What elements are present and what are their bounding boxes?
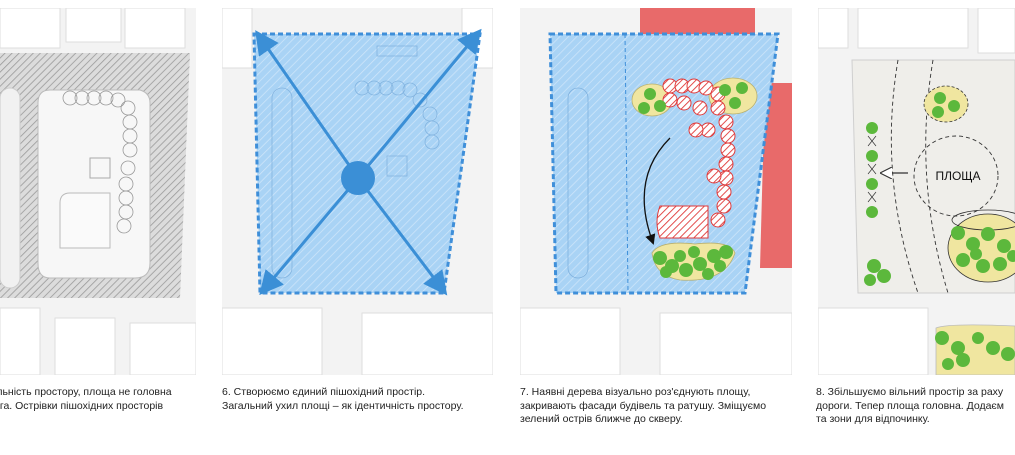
caption-6: 6. Створюємо єдиний пішохідний простір. … bbox=[222, 386, 464, 412]
existing-trees-red bbox=[662, 78, 736, 228]
plaza-label: ПЛОЩА bbox=[935, 169, 980, 183]
center-node bbox=[341, 161, 375, 195]
diagram-panel-3 bbox=[520, 8, 792, 375]
caption-7: 7. Наявні дерева візуально роз'єднують п… bbox=[520, 386, 767, 425]
slope-arrows bbox=[255, 28, 482, 296]
path-lines bbox=[890, 59, 999, 294]
move-arrow bbox=[643, 137, 671, 245]
building-red-right bbox=[760, 83, 792, 268]
existing-trees-outline bbox=[62, 90, 138, 234]
building-red-top bbox=[640, 8, 755, 36]
green-trees bbox=[864, 92, 960, 286]
panel-2-drawing bbox=[222, 8, 493, 375]
caption-5: ільність простору, площа не головна ога.… bbox=[0, 386, 172, 412]
panel-3-drawing bbox=[520, 8, 792, 375]
panel-4-drawing: ПЛОЩА bbox=[818, 8, 1015, 375]
green-trees bbox=[638, 82, 748, 114]
diagram-panel-1 bbox=[0, 8, 196, 375]
diagram-panel-2 bbox=[222, 8, 493, 375]
caption-8: 8. Збільшуємо вільний простір за раху до… bbox=[816, 386, 1005, 425]
panel-1-drawing bbox=[0, 8, 196, 375]
diagram-panel-4: ПЛОЩА bbox=[818, 8, 1015, 375]
